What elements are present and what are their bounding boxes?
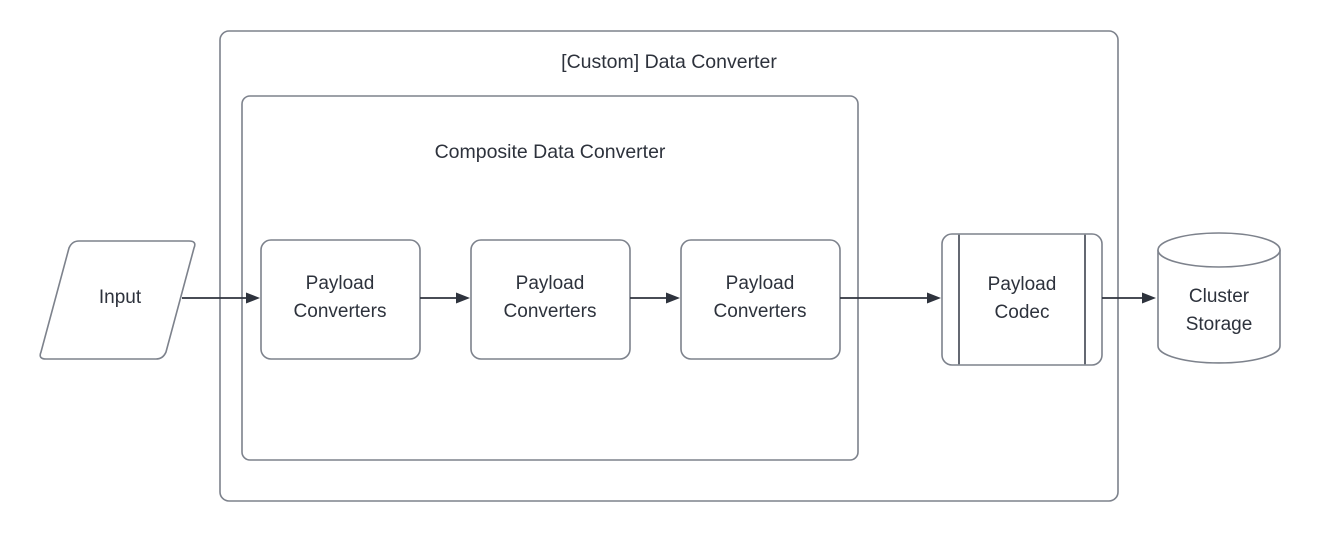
edge-pc3-to-codec	[840, 292, 941, 304]
node-cluster-storage[interactable]: Cluster Storage	[1157, 232, 1281, 364]
input-shape[interactable]	[39, 240, 196, 360]
payload-converters-3-label-line2: Converters	[714, 301, 807, 322]
payload-converters-2-shape[interactable]	[470, 239, 631, 360]
node-payload-converters-3[interactable]: Payload Converters	[680, 239, 841, 360]
composite-data-converter-title: Composite Data Converter	[435, 141, 666, 163]
payload-converters-3-shape[interactable]	[680, 239, 841, 360]
custom-data-converter-title: [Custom] Data Converter	[561, 51, 777, 73]
payload-converters-2-label-line2: Converters	[504, 301, 597, 322]
edge-pc2-to-pc3	[630, 292, 680, 304]
edge-input-to-pc1-arrowhead	[246, 292, 260, 304]
cluster-storage-body[interactable]	[1157, 249, 1281, 364]
edge-pc1-to-pc2-arrowhead	[456, 292, 470, 304]
input-label: Input	[99, 287, 142, 308]
node-payload-converters-2[interactable]: Payload Converters	[470, 239, 631, 360]
payload-codec-label-line1: Payload	[988, 274, 1057, 295]
cluster-storage-top	[1157, 232, 1281, 268]
edge-codec-to-storage	[1102, 292, 1156, 304]
payload-converters-3-label-line1: Payload	[726, 273, 795, 294]
edge-input-to-pc1	[182, 292, 260, 304]
node-payload-codec[interactable]: Payload Codec	[941, 233, 1103, 366]
cluster-storage-label-line2: Storage	[1186, 314, 1253, 335]
cluster-storage-label-line1: Cluster	[1189, 286, 1250, 307]
node-input[interactable]: Input	[39, 240, 196, 360]
payload-codec-label-line2: Codec	[995, 302, 1050, 323]
payload-converters-1-label-line2: Converters	[294, 301, 387, 322]
payload-converters-1-label-line1: Payload	[306, 273, 375, 294]
edge-pc3-to-codec-arrowhead	[927, 292, 941, 304]
payload-converters-1-shape[interactable]	[260, 239, 421, 360]
edge-codec-to-storage-arrowhead	[1142, 292, 1156, 304]
payload-codec-shape[interactable]	[941, 233, 1103, 366]
payload-converters-2-label-line1: Payload	[516, 273, 585, 294]
node-payload-converters-1[interactable]: Payload Converters	[260, 239, 421, 360]
edge-pc2-to-pc3-arrowhead	[666, 292, 680, 304]
edge-pc1-to-pc2	[420, 292, 470, 304]
